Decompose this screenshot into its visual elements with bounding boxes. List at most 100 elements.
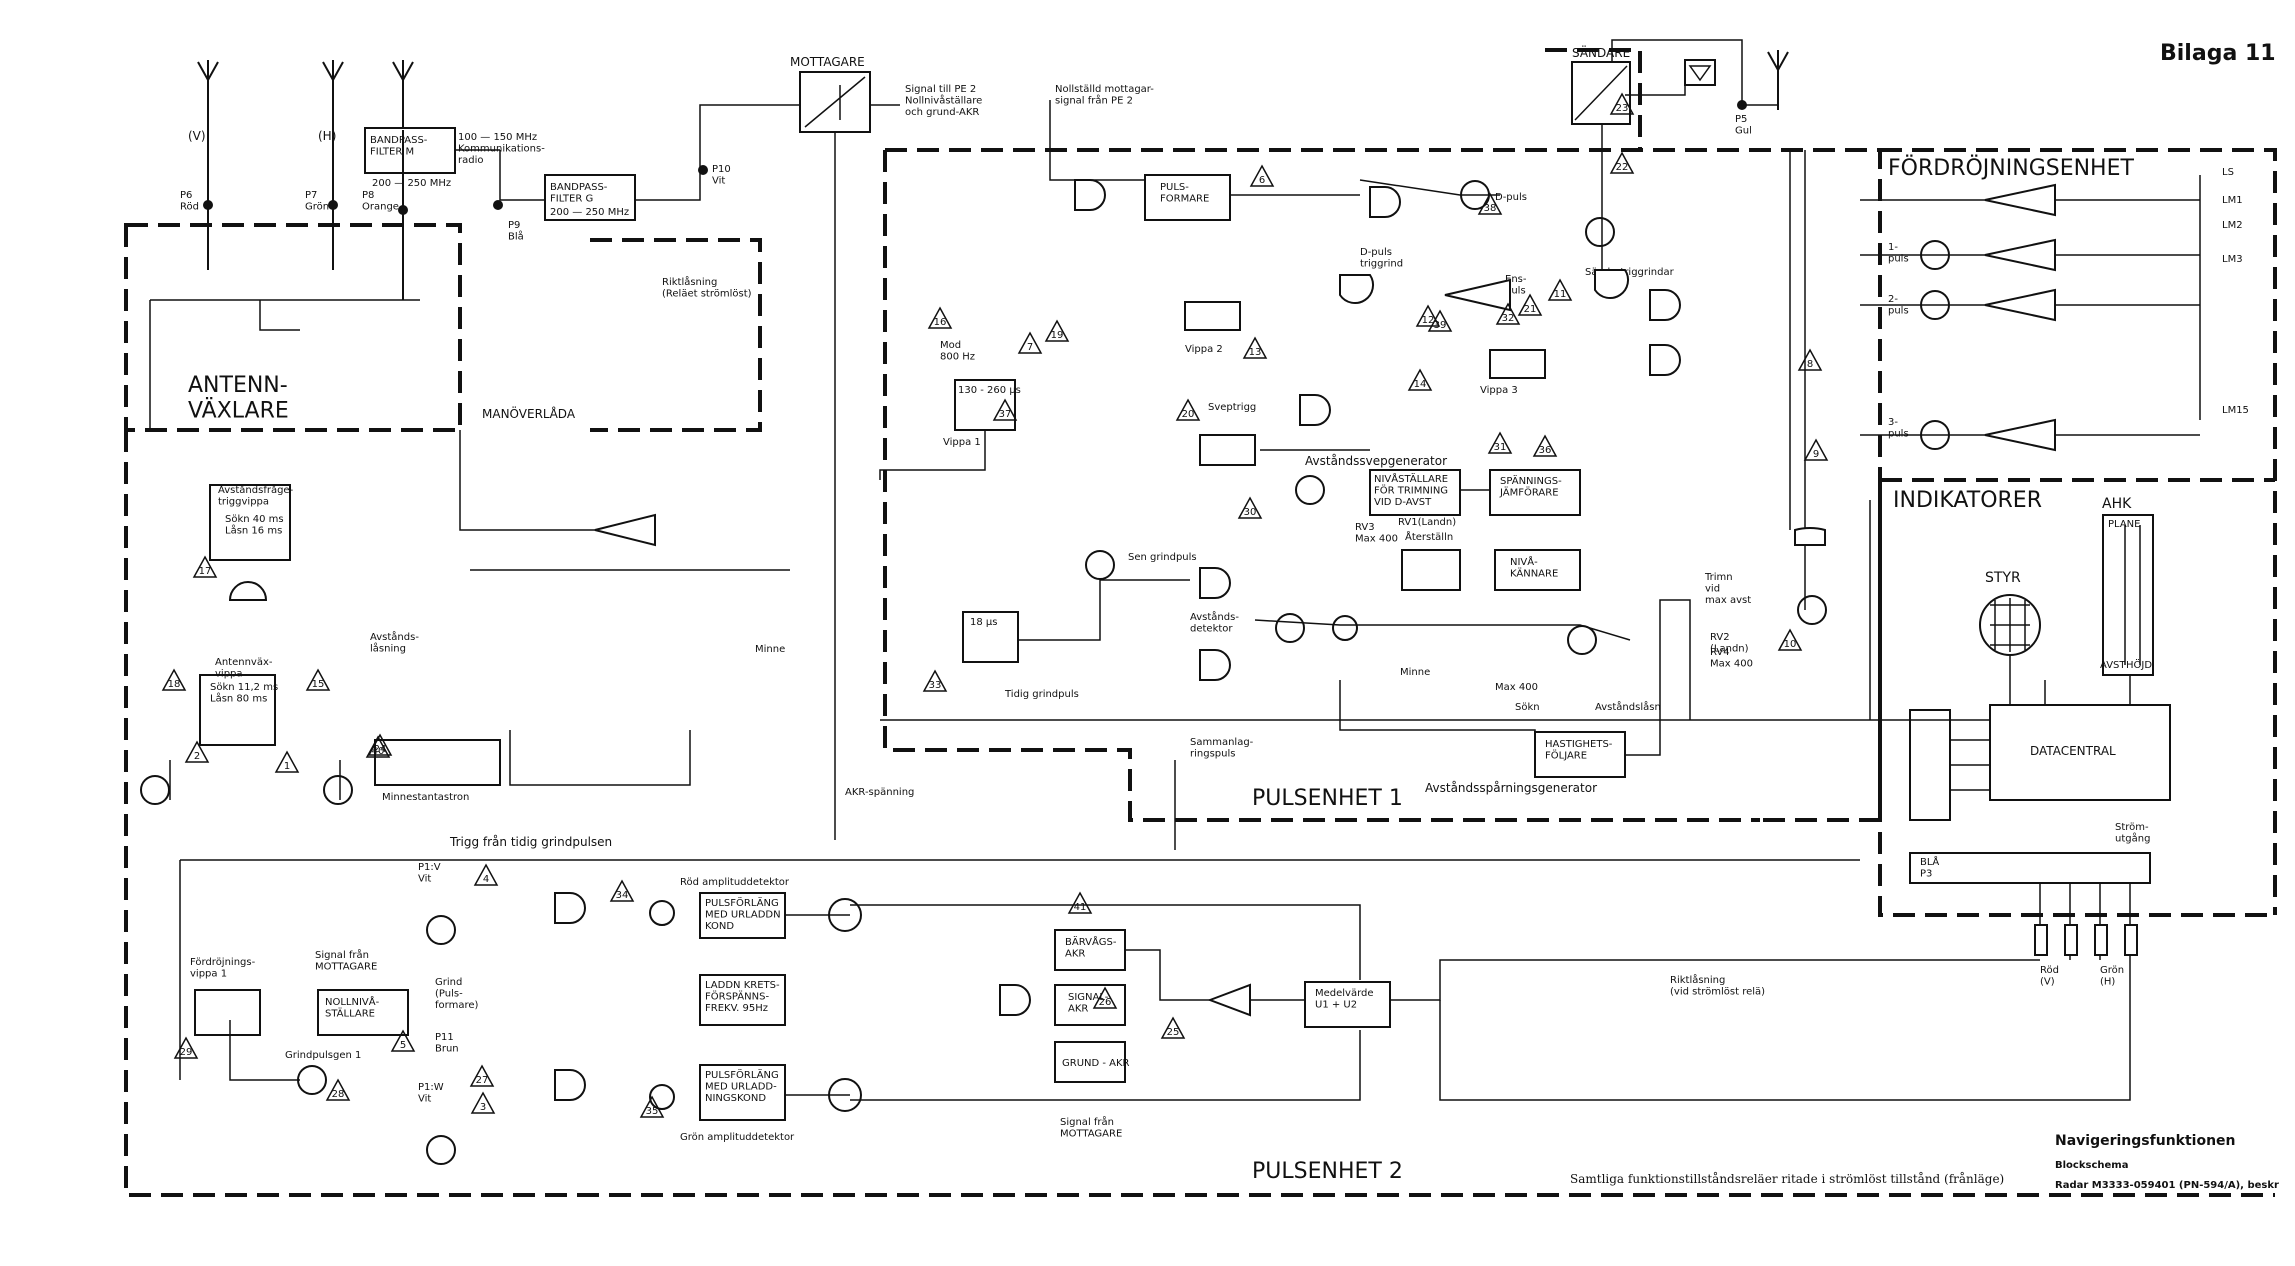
marker-triangle [1477,192,1503,215]
flipflop1-range: 130 - 260 µs [958,385,1021,396]
lm15-label: LM15 [2222,405,2249,416]
bandpass-g-range: 200 — 250 MHz [550,207,629,218]
wiring [149,39,2201,1101]
early-gate-18us: 18 µs [970,617,997,628]
one-pulse-label: Ens-puls [1505,274,1527,297]
marker-number: 28 [332,1089,345,1100]
transmitter-trig-label: Sändartriggrindar [1585,267,1675,278]
footer-subtitle: Blockschema [2055,1160,2128,1171]
marker-number: 22 [1616,162,1629,173]
trigger-early: Trigg från tidig grindpulsen [449,835,612,849]
akr-voltage: AKR-spänning [845,787,914,798]
green-h-label: Grön(H) [2100,965,2124,988]
section-outlines [124,48,2277,1197]
marker-triangle [1175,398,1201,421]
marker-number: 17 [199,566,212,577]
marker-number: 27 [476,1075,489,1086]
red-v-label: Röd(V) [2040,965,2059,988]
marker-number: 10 [1784,639,1797,650]
marker-triangle [1532,434,1558,457]
marker-triangle [184,740,210,763]
marker-triangle [992,398,1018,421]
marker-triangle [192,555,218,578]
bandpass-g: BANDPASS-FILTER G [550,182,608,205]
steer-label: STYR [1985,570,2021,586]
avst-label: AVST [2100,660,2126,671]
range-inquiry: Avståndsfråge-triggvippa [218,483,294,508]
marker-number: 4 [483,874,489,885]
marker-number: 39 [1434,320,1447,331]
pulse-unit-2-title: PULSENHET 2 [1252,1159,1403,1184]
marker-number: 11 [1554,289,1567,300]
marker-number: 3 [480,1102,486,1113]
search-label: Sökn [1515,702,1540,713]
marker-triangle [1517,293,1543,316]
marker-number: 35 [646,1106,659,1117]
marker-triangle [473,863,499,886]
marker-triangle [1777,628,1803,651]
speed-follower: HASTIGHETS-FÖLJARE [1545,739,1613,762]
footer-title: Navigeringsfunktionen [2055,1133,2236,1149]
marker-triangle [1609,92,1635,115]
receiver-label: MOTTAGARE [790,55,865,69]
marker-number: 41 [1074,902,1087,913]
plane-label: PLANE [2108,519,2140,530]
ls-label: LS [2222,167,2234,178]
integrator-symbols [140,180,1950,1165]
marker-triangle [325,1078,351,1101]
appendix-label: Bilaga 11 [2160,41,2276,66]
marker-number: 31 [1494,442,1507,453]
marker-triangle [922,669,948,692]
marker-number: 32 [1502,313,1515,324]
antenna-switch-title: ANTENN-VÄXLARE [188,373,289,423]
marker-triangle [367,733,393,756]
signal-akr: SIGNAL-AKR [1068,992,1109,1015]
range-lock-relay: Riktlåsning(Reläet strömlöst) [662,275,752,300]
range-sweep-gen: Avståndssvepgenerator [1305,454,1447,468]
marker-triangle [1427,309,1453,332]
marker-number: 6 [1259,175,1265,186]
charge-freq: LADDN KRETS-FÖRSPÄNNS-FREKV. 95Hz [705,980,780,1014]
range-detector: Avstånds-detektor [1190,610,1239,635]
marker-triangle [1249,164,1275,187]
antenna-v-label: (V) [188,129,206,143]
marker-triangle [927,306,953,329]
marker-number: 37 [999,409,1012,420]
puls-2-label: 2-puls [1888,294,1909,317]
marker-number: 26 [1099,997,1112,1008]
marker-number: 25 [1167,1027,1180,1038]
lm2-label: LM2 [2222,220,2243,231]
marker-number: 30 [1244,507,1257,518]
marker-triangle [1803,438,1829,461]
marker-number: 38 [1484,203,1497,214]
marker-triangle [1160,1016,1186,1039]
marker-triangle [390,1029,416,1052]
marker-number: 34 [616,890,629,901]
marker-triangle [639,1095,665,1118]
delay-flipflop: Fördröjnings-vippa 1 [190,957,256,980]
coincidence-label: Sammanlag-ringspuls [1190,737,1254,760]
reset-label: Återställn [1405,530,1453,543]
antenna-icons [197,50,1789,180]
marker-triangle [1067,891,1093,914]
marker-number: 5 [400,1040,406,1051]
flipflop1-label: Vippa 1 [943,437,981,448]
footer-note: Samtliga funktionstillståndsreläer ritad… [1570,1171,2004,1186]
marker-triangle [1092,986,1118,1009]
flipflop3-label: Vippa 3 [1480,385,1518,396]
marker-triangle [1415,304,1441,327]
indicators-title: INDIKATORER [1893,488,2042,513]
